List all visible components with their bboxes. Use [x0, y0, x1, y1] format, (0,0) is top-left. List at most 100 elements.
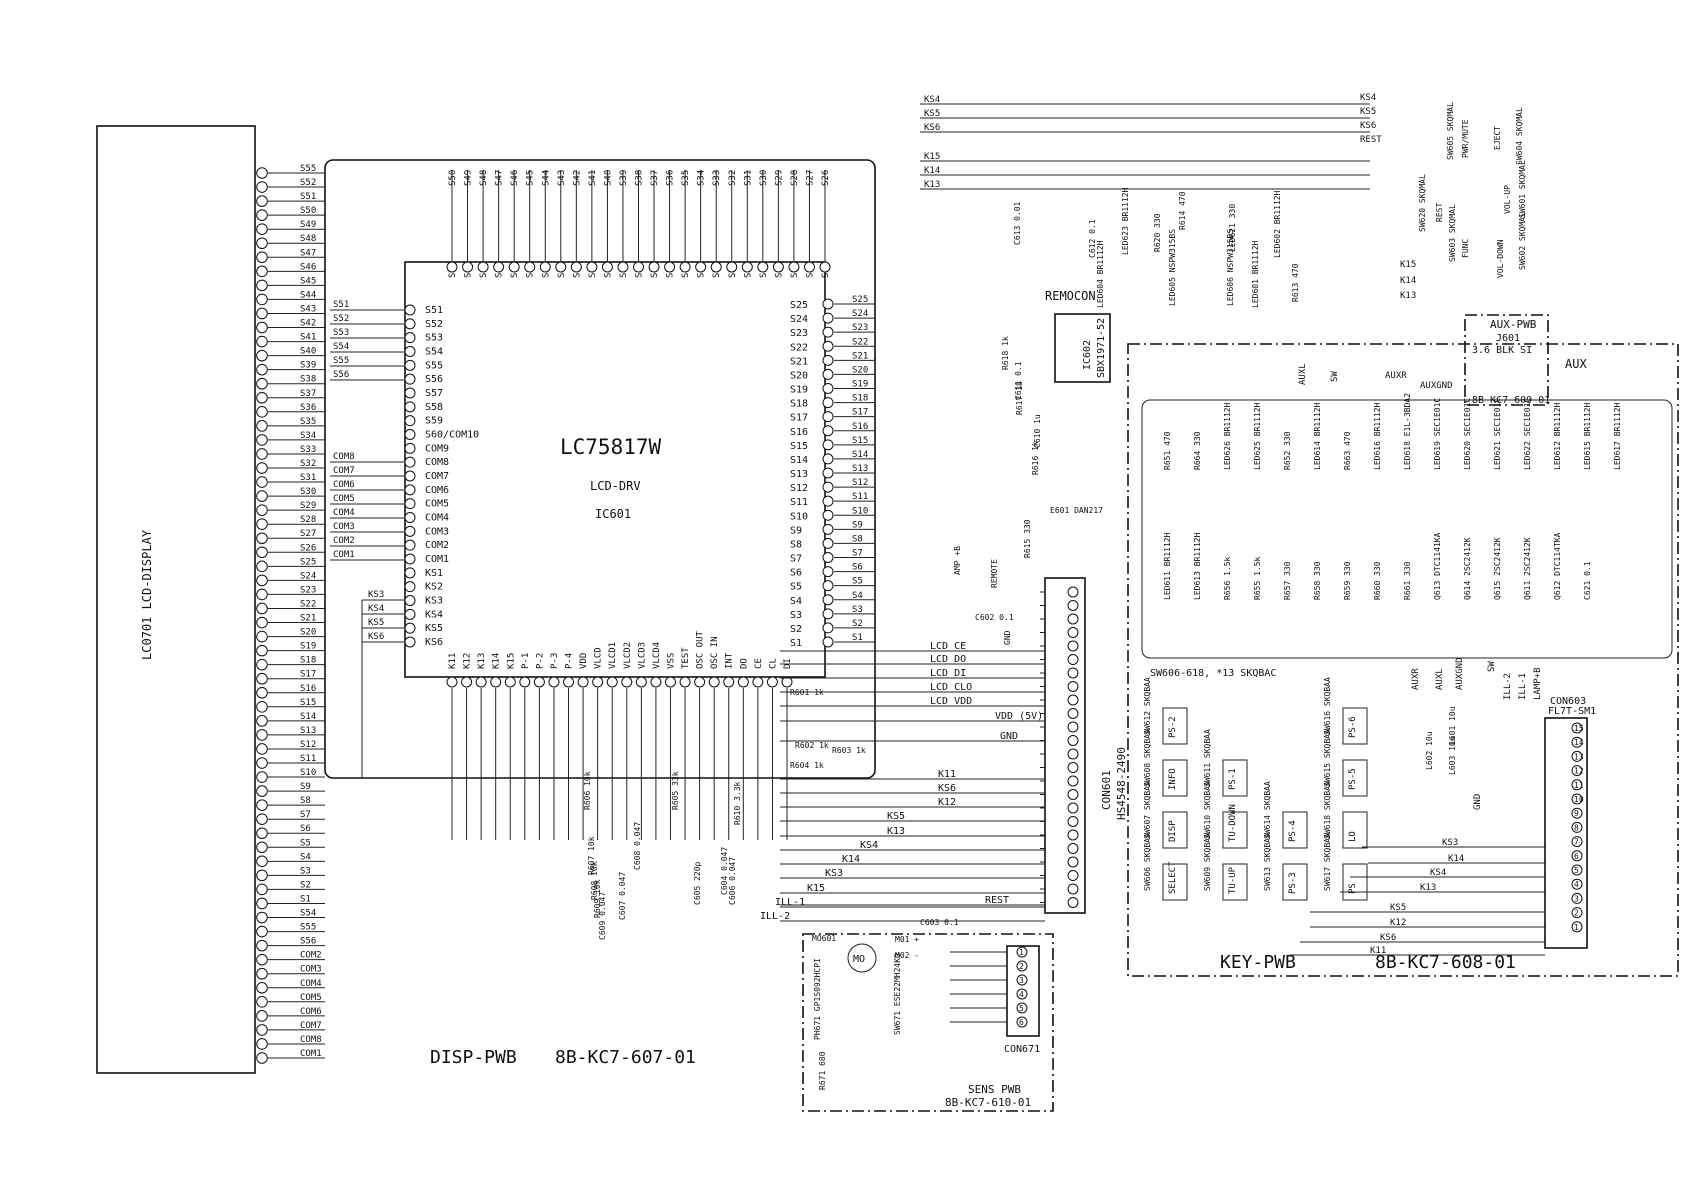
left-bus-label: COM8	[333, 452, 355, 462]
ic-right-pin-inner: S13	[790, 469, 808, 480]
ic-bottom-pin-circle	[737, 676, 749, 688]
ic-left-pin-label: COM9	[425, 443, 449, 454]
lcd-pin-circle	[256, 715, 268, 727]
ic-bottom-pin-inner: TEST	[681, 647, 691, 669]
ic-left-pin-label: S59	[425, 416, 443, 427]
lcd-pin-circle	[256, 841, 268, 854]
key-led-label: LED615 BR1112H	[1583, 402, 1592, 470]
lcd-pin-label: S17	[300, 670, 316, 680]
remocon-led-label: R613 470	[1291, 263, 1300, 302]
lcd-pin-label: S19	[300, 642, 316, 652]
lcd-display-label: LC0701 LCD-DISPLAY	[140, 529, 154, 660]
ic-top-pin-outer: S43	[557, 170, 567, 186]
left-bus-label: COM6	[333, 480, 355, 490]
ic-right-pin-inner: S4	[790, 596, 802, 607]
ic-right-pin-outer: S20	[852, 365, 868, 375]
ic-top-pin-circle	[493, 261, 505, 273]
lcd-pin-circle	[256, 630, 268, 643]
top-bus-right-label: K14	[1400, 276, 1416, 286]
ic-top-pin-outer: S44	[541, 170, 551, 186]
con671-pin-circle	[1016, 974, 1028, 986]
con601-signal-label: KS4	[860, 840, 878, 851]
con671-pin-label: 5	[1019, 1004, 1024, 1013]
top-bus-label: KS4	[924, 95, 940, 105]
ic-left-pin-label: S58	[425, 402, 443, 413]
key-signal-label: K12	[1390, 918, 1406, 928]
key-switch-ref: SW618 SKQBAA	[1323, 781, 1332, 839]
ic-right-pin-outer: S17	[852, 408, 868, 418]
key-led-label: LED617 BR1112H	[1613, 402, 1622, 470]
ic-right-pin-outer: S8	[852, 534, 863, 544]
key-signal-label: LAMP+B	[1533, 667, 1543, 700]
ic-right-pin-inner: S11	[790, 497, 808, 508]
ic-right-pin-circle	[822, 509, 834, 521]
ic-right-pin-inner: S14	[790, 455, 808, 466]
con601-passive-label: C609 0.047	[598, 892, 607, 940]
key-led-label: LED613 BR1112H	[1193, 532, 1202, 600]
con601-pin-circle	[1067, 829, 1079, 841]
ic-bottom-pin-inner: VLCD3	[637, 642, 647, 669]
top-switch-label: SW605 SKQMAL	[1446, 102, 1455, 160]
key-switch-box	[1162, 811, 1188, 849]
ic-right-pin-outer: S11	[852, 492, 868, 502]
lcd-display-body	[96, 125, 256, 1074]
con603-pin-circle	[1571, 892, 1583, 904]
ic-left-pin-circle	[404, 318, 416, 330]
con601-pin-circle	[1067, 856, 1079, 868]
remocon-led-label: LED621 330	[1228, 204, 1237, 252]
con601-pin-circle	[1067, 762, 1079, 773]
ic-bottom-pin-circle	[752, 676, 764, 688]
ic-left-pin-label: COM4	[425, 513, 449, 524]
ic-top-pin-circle	[462, 261, 474, 273]
ic-left-pin-label: S51	[425, 305, 443, 316]
con603-pin-circle	[1571, 836, 1583, 848]
ic-right-pin-circle	[822, 425, 834, 437]
ic-top-pin-outer: S46	[510, 170, 520, 186]
lcd-pin-label: S43	[300, 304, 316, 314]
ic-top-pin-outer: S50	[448, 170, 458, 186]
top-bus-label: K15	[924, 152, 940, 162]
con671-ref: CON671	[1004, 1044, 1040, 1055]
lcd-pin-label: S38	[300, 375, 316, 385]
lcd-pin-circle	[256, 251, 268, 264]
lcd-pin-label: S42	[300, 319, 316, 329]
ic-left-pin-label: KS4	[425, 609, 443, 620]
ic-bottom-pin-inner: OSC OUT	[696, 630, 706, 669]
top-switch-label: SW603 SKQMAL	[1448, 204, 1457, 262]
lcd-pin-label: S27	[300, 529, 316, 539]
con601-signal-label: LCD VDD	[930, 696, 972, 707]
ic-right-pin-outer: S14	[852, 450, 868, 460]
ic-left-pin-circle	[404, 456, 416, 468]
ks-bus-label: KS4	[368, 604, 384, 614]
ic-left-pin-label: S55	[425, 360, 443, 371]
con601-signal-label: KS3	[825, 868, 843, 879]
lcd-pin-label: S48	[300, 234, 316, 244]
lcd-pin-label: S21	[300, 614, 316, 624]
ic-left-pin-label: S52	[425, 319, 443, 330]
left-bus-label: S52	[333, 314, 349, 324]
con601-passive-label: C603 0.1	[920, 918, 959, 927]
ic-bottom-pin-inner: K12	[463, 653, 473, 669]
ic-bottom-pin-circle	[446, 676, 458, 688]
remocon-ic-ref: IC602	[1082, 340, 1093, 370]
key-led-label: R652 330	[1283, 431, 1292, 470]
ic-bottom-pin-inner: VLCD	[594, 647, 604, 669]
key-led-label: LED625 BR1112H	[1253, 402, 1262, 470]
con603-pin-label: 8	[1574, 823, 1579, 832]
con601-signal-label: REST	[985, 895, 1009, 906]
left-bus-label: COM7	[333, 466, 355, 476]
key-switch-function: SELECT	[1168, 861, 1178, 894]
ic-right-pin-circle	[822, 298, 834, 310]
top-switch-label: EJECT	[1493, 126, 1502, 150]
ic-right-pin-outer: S16	[852, 422, 868, 432]
ic-right-pin-circle	[822, 552, 834, 563]
lcd-pin-label: COM5	[300, 993, 322, 1003]
ic-right-pin-circle	[822, 340, 834, 352]
ic-top-pin-circle	[726, 261, 738, 273]
con603-pin-label: 12	[1574, 767, 1584, 776]
ic-top-pin-outer: S31	[743, 170, 753, 186]
ic-right-pin-inner: S12	[790, 483, 808, 494]
